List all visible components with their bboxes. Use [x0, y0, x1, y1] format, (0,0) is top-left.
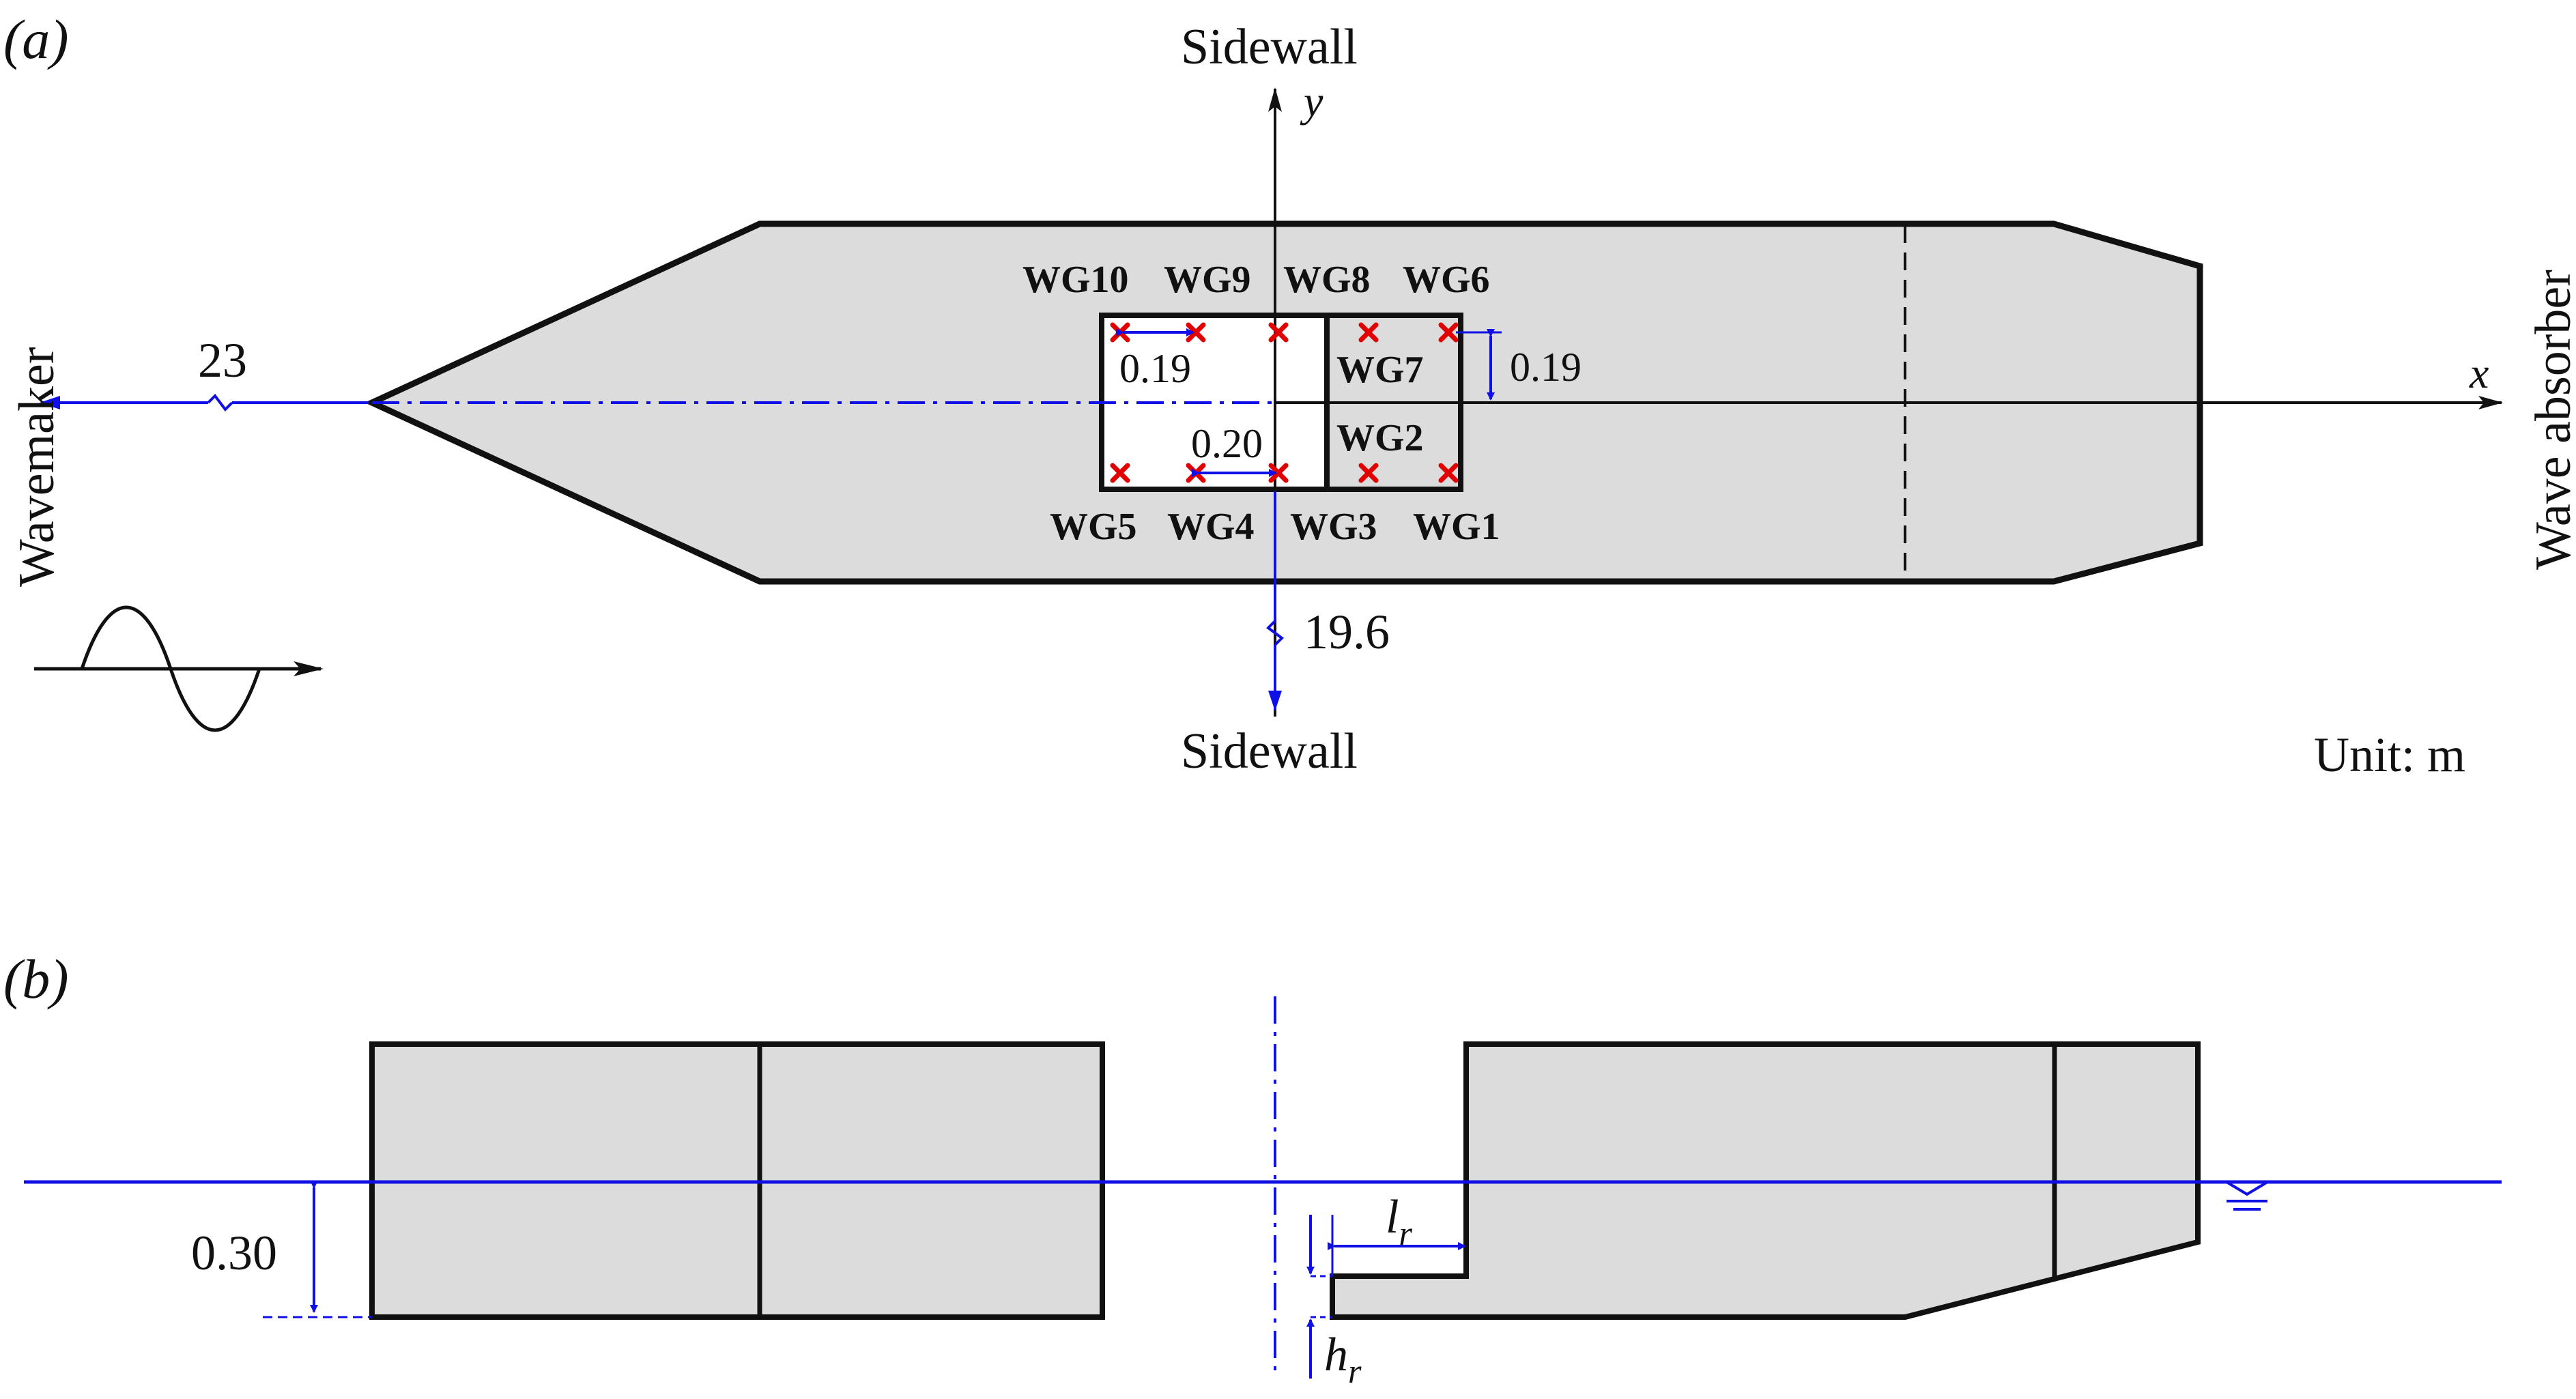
recess-length-dimension [1328, 1215, 1466, 1276]
sidewall-top-label: Sidewall [1181, 19, 1358, 75]
gauge-spacing-y-label: 0.19 [1510, 345, 1582, 390]
panel-a-label: (a) [3, 8, 69, 70]
wg5-label: WG5 [1050, 506, 1137, 548]
sidewall-bottom-label: Sidewall [1181, 723, 1358, 779]
panel-b: (b) 0.30 lr [3, 948, 2502, 1390]
draft-dimension [263, 1181, 372, 1318]
wg6-label: WG6 [1403, 259, 1490, 301]
gauge-spacing-x2-label: 0.20 [1191, 421, 1263, 466]
wg9-label: WG9 [1164, 259, 1251, 301]
recess-height-dimension [1306, 1215, 1332, 1379]
wg2-marker [1358, 463, 1379, 483]
wg8-label: WG8 [1283, 259, 1371, 301]
wg5-marker [1110, 463, 1130, 483]
wg6-marker [1438, 322, 1459, 343]
gauge-spacing-x-label: 0.19 [1119, 346, 1191, 391]
x-axis-label: x [2469, 349, 2489, 397]
water-level-icon [2221, 1181, 2273, 1211]
wavemaker-label: Wavemaker [9, 347, 65, 588]
panel-a: (a) x y Sidewall Sidewall 19.6 [3, 8, 2576, 782]
panel-b-label: (b) [3, 948, 69, 1010]
recess-length-subscript: r [1399, 1214, 1412, 1252]
wg1-label: WG1 [1413, 506, 1500, 548]
wavemaker-distance-dimension [40, 393, 369, 412]
recess-height-subscript: r [1348, 1352, 1362, 1390]
wg10-label: WG10 [1022, 259, 1129, 301]
y-axis-label: y [1300, 77, 1323, 126]
wave-absorber-label: Wave absorber [2525, 270, 2576, 570]
wg4-label: WG4 [1167, 506, 1255, 548]
wavemaker-distance-label: 23 [198, 333, 247, 388]
recess-length-symbol: l [1386, 1191, 1399, 1243]
wg2-label: WG2 [1336, 417, 1424, 459]
wg7-marker [1358, 322, 1379, 343]
wg9-marker [1186, 322, 1206, 343]
wg3-marker [1268, 463, 1289, 483]
incident-wave-icon [34, 605, 324, 732]
sidewall-distance-label: 19.6 [1304, 605, 1390, 659]
gauge-labels: WG10 WG9 WG8 WG6 WG7 WG2 WG5 WG4 WG3 WG1 [1022, 259, 1500, 548]
unit-label: Unit: m [2314, 727, 2465, 782]
recess-length-label: lr [1386, 1191, 1412, 1252]
gauge-spacing-y-dimension [1456, 329, 1502, 401]
wg1-marker [1438, 463, 1459, 483]
recess-height-symbol: h [1324, 1329, 1348, 1381]
wg3-label: WG3 [1290, 506, 1377, 548]
sidewall-distance-dimension [1265, 491, 1285, 711]
recess-height-label: hr [1324, 1329, 1362, 1390]
draft-label: 0.30 [191, 1226, 277, 1280]
wg7-label: WG7 [1336, 349, 1424, 391]
wg8-marker [1268, 322, 1289, 343]
